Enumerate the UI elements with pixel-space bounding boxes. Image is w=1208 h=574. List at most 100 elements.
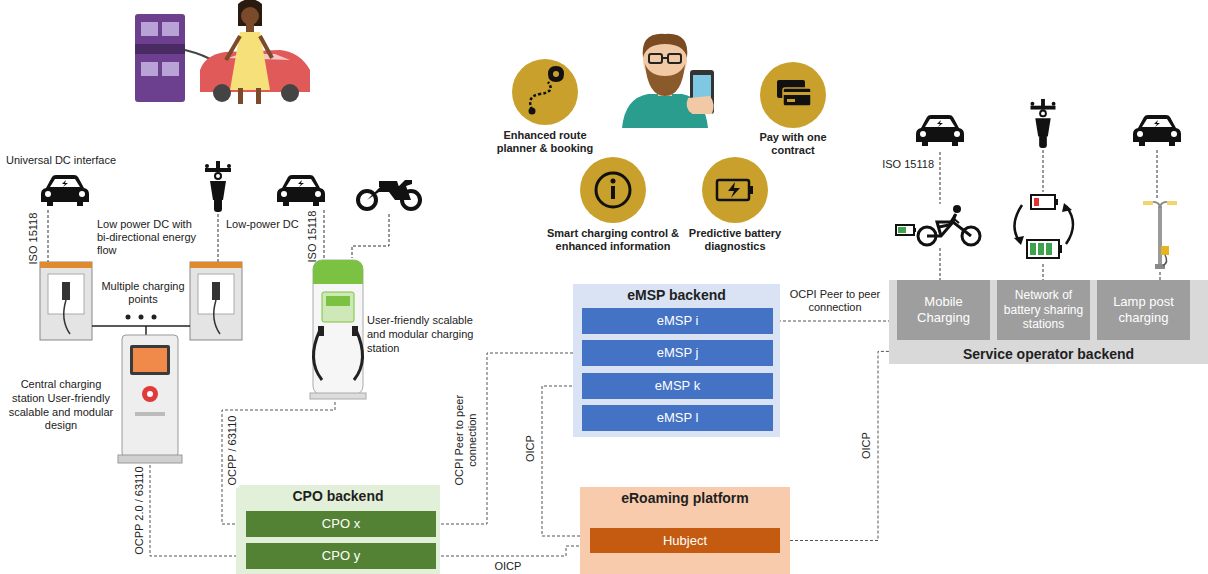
station-label: User-friendly scalable and modular charg…	[367, 314, 477, 355]
vehicle-icons-left-part	[358, 180, 420, 209]
scalable-charging-station-part	[313, 260, 363, 395]
vehicle-icons-right	[896, 99, 1181, 269]
leader-lines-part	[1043, 150, 1044, 192]
feature-icons-part	[783, 92, 811, 95]
annotation-label: ISO 15118	[27, 212, 40, 264]
feature-icons-part	[787, 99, 795, 102]
vehicle-icons-right-part	[1143, 201, 1177, 269]
woman-charging-scene-part	[241, 7, 259, 25]
scalable-charging-station-part	[352, 326, 358, 336]
feature-icons-part	[580, 157, 646, 223]
central-charging-station-part	[142, 386, 158, 402]
central-charging-station-part	[135, 412, 165, 416]
battery-swap-icon-part	[1031, 195, 1055, 209]
woman-charging-scene-part	[135, 44, 185, 54]
box-label: eMSP j	[657, 345, 699, 361]
vehicle-icons-left-part	[205, 161, 231, 212]
feature-label: Enhanced route planner & booking	[488, 129, 602, 155]
charging-station: Central charging station User-friendly s…	[4, 295, 184, 465]
vehicle-icons-right-part	[1031, 99, 1056, 148]
man-with-phone-part	[687, 96, 714, 114]
battery-swap-icon-part	[1014, 205, 1022, 242]
box-label: eMSP l	[657, 410, 699, 426]
backend-panel: HubjecteRoaming platform	[580, 487, 790, 574]
leader-lines-part	[1043, 264, 1044, 280]
woman-charging-scene-part	[238, 88, 243, 104]
woman-charging-scene-part	[260, 36, 272, 58]
vehicle-icons-left-part	[277, 175, 325, 206]
leader-lines-part	[940, 152, 941, 204]
protocol-label: OICP	[523, 433, 536, 464]
service-box: Network of battery sharing stations	[997, 280, 1090, 340]
annotation-label: Low-power DC	[226, 218, 299, 231]
box-label: CPO x	[322, 516, 360, 532]
leader-lines-part	[218, 214, 219, 262]
feature-icons-part	[702, 157, 768, 223]
wallbox-posts-part	[40, 262, 92, 340]
annotation-label: ISO 15118	[874, 158, 934, 171]
box-label: Mobile Charging	[900, 294, 987, 325]
feature-icons-part	[611, 186, 615, 199]
leader-lines-part	[48, 210, 49, 262]
vehicle-icons-right-part	[896, 205, 980, 245]
feature-icons-part	[783, 88, 811, 106]
scalable-charging-station-part	[326, 296, 350, 306]
feature-label: Pay with one contract	[743, 131, 843, 157]
man-with-phone-part	[668, 54, 681, 63]
wallbox-posts-part	[152, 315, 157, 320]
woman-charging-scene-part	[238, 0, 262, 26]
panel-heading: CPO backend	[236, 488, 440, 504]
box-label: eMSP i	[657, 313, 699, 329]
wallbox-posts-part	[48, 274, 84, 314]
battery-swap-icon-part	[1055, 199, 1058, 205]
annotation-label: Multiple charging points	[95, 280, 191, 306]
woman-charging-scene-part	[226, 36, 240, 60]
battery-swap-icon-part	[1059, 245, 1062, 253]
man-with-phone-part	[649, 54, 662, 63]
vehicle-icons-right-part	[916, 115, 964, 146]
battery-swap-icon-part	[1030, 243, 1036, 255]
man-with-phone	[622, 34, 714, 128]
man-with-phone-part	[662, 57, 668, 59]
vehicle-icons-left-part	[41, 175, 89, 206]
backend-panel: Mobile Charging Network of battery sharin…	[889, 280, 1208, 364]
wallbox-posts-part	[40, 262, 92, 268]
panel-heading: eMSP backend	[573, 287, 780, 303]
service-box: eMSP j	[582, 340, 773, 366]
leader-lines	[48, 150, 1160, 280]
service-box: Mobile Charging	[897, 280, 990, 340]
leader-lines-part	[940, 248, 941, 280]
leader-lines-part	[1160, 272, 1161, 280]
scalable-charging-station-part	[313, 260, 363, 284]
man-with-phone-part	[645, 64, 685, 96]
wallbox-posts-part	[214, 300, 220, 334]
box-label: eMSP k	[655, 378, 700, 394]
battery-swap-icon-part	[1027, 240, 1059, 258]
service-box: eMSP i	[582, 308, 773, 334]
charging-station: User-friendly scalable and modular charg…	[305, 252, 480, 402]
protocol-label: OCPI Peer to peer connection	[783, 288, 887, 314]
feature-icons-part	[749, 186, 753, 194]
wallbox-posts-part	[92, 325, 190, 327]
wallbox-posts-part	[126, 315, 131, 320]
protocol-label: OICP	[859, 430, 872, 461]
feature-label: Smart charging control & enhanced inform…	[546, 227, 680, 253]
box-label: Lamp post charging	[1100, 294, 1187, 325]
service-box: CPO x	[246, 511, 436, 537]
protocol-label: OCPP 2.0 / 63110	[133, 464, 146, 556]
feature-icons-part	[529, 108, 536, 115]
scalable-charging-station-part	[313, 330, 322, 380]
scalable-charging-station-part	[354, 330, 363, 380]
service-box: CPO y	[246, 543, 436, 569]
box-label: Hubject	[663, 533, 707, 549]
service-box: eMSP k	[582, 373, 773, 399]
vehicle-icons-left	[41, 161, 420, 212]
wallbox-posts-part	[62, 282, 70, 300]
feature-icons-part	[553, 71, 559, 77]
central-charging-station-part	[122, 335, 178, 457]
wallbox-posts-part	[145, 326, 147, 335]
central-charging-station	[118, 335, 182, 463]
woman-charging-scene-part	[213, 84, 231, 102]
station-label: Central charging station User-friendly s…	[4, 378, 118, 433]
